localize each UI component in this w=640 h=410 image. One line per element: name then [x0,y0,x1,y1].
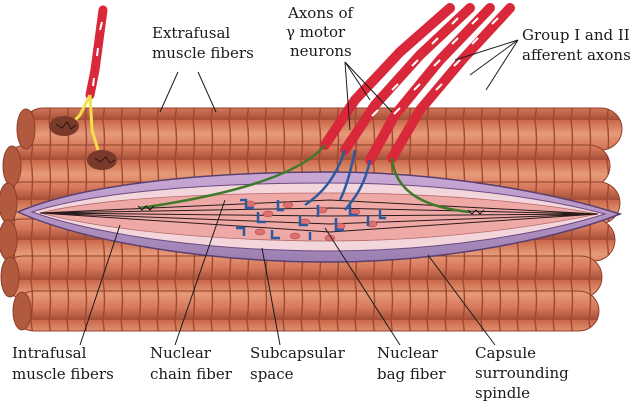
extrafusal-fiber [13,290,600,332]
extrafusal-innervation [49,5,117,170]
label-nuclear-bag: Nuclear bag fiber [377,344,446,383]
fiber-end [0,182,18,224]
fiber-end [0,256,20,298]
nuclei [244,200,378,242]
fiber-end [0,219,18,261]
gamma-axon-left [139,144,326,210]
label-axons-gamma: Axons of γ motor neurons [286,4,358,60]
axon-bundle [320,3,519,165]
axon-gamma [340,3,475,155]
label-subcapsular: Subcapsular space [250,344,350,383]
label-intrafusal: Intrafusal muscle fibers [12,344,114,383]
axon-gamma [320,3,455,150]
gamma-motor-endings [137,144,485,215]
fiber-end [2,145,22,187]
gamma-axon-right [390,157,471,214]
fiber-end [16,108,36,150]
leader-lines [79,39,519,346]
label-capsule: Capsule surrounding spindle [475,344,574,402]
label-extrafusal: Extrafusal muscle fibers [152,24,254,62]
label-group-afferent: Group I and II afferent axons [522,26,635,64]
fiber-end [12,291,32,331]
labels: Extrafusal muscle fibers Axons of γ moto… [12,4,635,402]
sensory-endings [236,149,386,240]
label-nuclear-chain: Nuclear chain fiber [150,344,233,383]
